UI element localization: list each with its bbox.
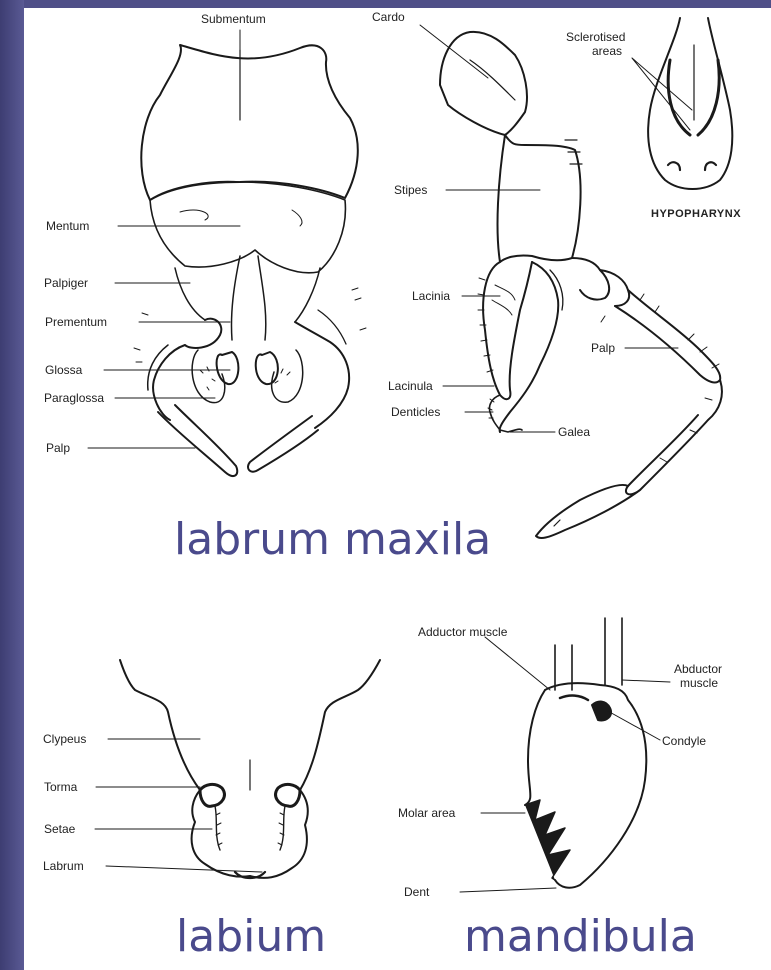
label-submentum: Submentum — [201, 12, 266, 26]
label-mentum: Mentum — [46, 219, 89, 233]
label-torma: Torma — [44, 780, 77, 794]
label-stipes: Stipes — [394, 183, 427, 197]
label-mandible-denticles: Dent — [404, 885, 429, 899]
label-labium-palp: Palp — [46, 441, 70, 455]
hypopharynx-drawing — [648, 18, 732, 189]
label-molar-area: Molar area — [398, 806, 455, 820]
caption-labrum-maxila: labrum maxila — [174, 515, 491, 565]
label-galea: Galea — [558, 425, 590, 439]
label-adductor-muscle: Adductor muscle — [418, 625, 507, 639]
label-labrum: Labrum — [43, 859, 84, 873]
label-palpiger: Palpiger — [44, 276, 88, 290]
label-maxilla-palp: Palp — [591, 341, 615, 355]
label-clypeus: Clypeus — [43, 732, 86, 746]
label-areas: areas — [592, 44, 622, 58]
label-setae: Setae — [44, 822, 75, 836]
label-cardo: Cardo — [372, 10, 405, 24]
leader-lines — [88, 25, 692, 892]
label-prementum: Prementum — [45, 315, 107, 329]
label-lacinula: Lacinula — [388, 379, 433, 393]
caption-labium: labium — [176, 912, 326, 962]
caption-mandibula: mandibula — [464, 912, 697, 962]
label-paraglossa: Paraglossa — [44, 391, 104, 405]
label-glossa: Glossa — [45, 363, 82, 377]
label-denticles: Denticles — [391, 405, 440, 419]
mandible-drawing — [525, 618, 646, 888]
label-hypopharynx: HYPOPHARYNX — [651, 207, 741, 221]
maxilla-drawing — [440, 32, 722, 538]
label-abductor: Abductor — [674, 662, 722, 676]
label-abductor-muscle: muscle — [680, 676, 718, 690]
label-lacinia: Lacinia — [412, 289, 450, 303]
labium-drawing — [134, 45, 366, 476]
label-sclerotised: Sclerotised — [566, 30, 625, 44]
labrum-drawing — [120, 660, 380, 878]
label-condyle: Condyle — [662, 734, 706, 748]
